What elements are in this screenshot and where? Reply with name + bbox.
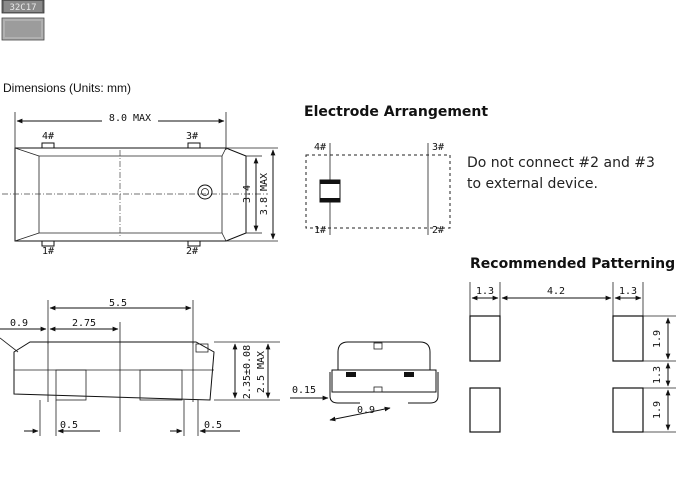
electrode-arrangement: Electrode Arrangement 4# 3# 1# 2# Do not… (304, 104, 655, 236)
lead-right-label: 0.5 (204, 420, 222, 431)
pad-top-left (469, 315, 501, 362)
lead-thickness-label: 0.15 (292, 385, 316, 396)
dimensions-title: Dimensions (Units: mm) (3, 81, 131, 95)
electrode-note-line1: Do not connect #2 and #3 (467, 155, 655, 171)
pad-top-right (612, 315, 644, 362)
height-max-label: 2.5 MAX (256, 351, 267, 393)
electrode-pin-2: 2# (432, 225, 444, 236)
pad-gap-label: 4.2 (547, 286, 565, 297)
pad-spacing-label: 1.3 (652, 366, 663, 384)
thumbnail-chip: 32C17 (1, 0, 45, 41)
electrode-pin-4: 4# (314, 142, 326, 153)
top-pin-4: 4# (42, 131, 54, 142)
lead-width-label: 0.9 (357, 405, 375, 416)
recommended-patterning: Recommended Patterning 1.3 4.2 1.3 1.9 1… (469, 256, 676, 433)
pad-bottom-left (469, 387, 501, 433)
side-view: 5.5 0.9 2.75 2.35±0.08 2.5 MAX 0.5 0.5 (0, 298, 280, 436)
thumbnail-label: 32C17 (9, 3, 36, 13)
electrode-title: Electrode Arrangement (304, 104, 488, 120)
height-label: 2.35±0.08 (242, 345, 253, 399)
electrode-pin-1: 1# (314, 225, 326, 236)
side-length-label: 5.5 (109, 298, 127, 309)
offset-a-label: 0.9 (10, 318, 28, 329)
length-max-label: 8.0 MAX (109, 113, 151, 124)
width-label: 3.4 (242, 185, 253, 203)
offset-b-label: 2.75 (72, 318, 96, 329)
pad-height-lower-label: 1.9 (652, 401, 663, 419)
pad-bottom-right (612, 387, 644, 433)
pad-height-label: 1.9 (652, 330, 663, 348)
pad-width-right-label: 1.3 (619, 286, 637, 297)
end-view: 0.15 0.9 (290, 341, 439, 422)
electrode-note-line2: to external device. (467, 176, 598, 192)
pad-width-label: 1.3 (476, 286, 494, 297)
top-pin-1: 1# (42, 246, 54, 257)
width-max-label: 3.8 MAX (259, 173, 270, 215)
electrode-pin-3: 3# (432, 142, 444, 153)
lead-left-label: 0.5 (60, 420, 78, 431)
top-view: 8.0 MAX 4# 3# 1# 2# 3.4 3.8 MAX (2, 111, 278, 257)
top-pin-2: 2# (186, 246, 198, 257)
top-pin-3: 3# (186, 131, 198, 142)
patterning-title: Recommended Patterning (470, 256, 675, 272)
